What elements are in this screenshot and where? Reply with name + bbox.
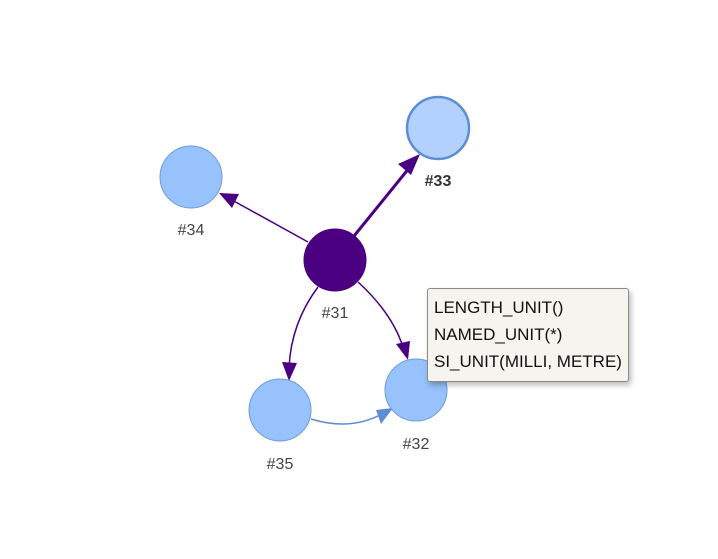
node-34-label: #34 [178,222,205,239]
edge-31-34[interactable] [231,199,309,243]
edge-31-32-arrowhead [396,341,410,360]
edge-31-32[interactable] [357,281,404,348]
tooltip-line: NAMED_UNIT(*) [434,325,563,344]
node-31[interactable] [303,228,367,292]
edge-35-32[interactable] [310,413,383,425]
node-35-label: #35 [267,456,294,473]
edge-31-35[interactable] [288,286,319,369]
node-33[interactable] [405,95,471,161]
edge-31-34-arrowhead [219,193,239,208]
edge-35-32-arrowhead [376,408,393,424]
edges-layer [219,154,420,425]
node-32-label: #32 [403,436,430,453]
nodes-layer [159,95,471,442]
tooltip-line: LENGTH_UNIT() [434,298,564,317]
edge-31-33[interactable] [352,161,416,237]
node-35[interactable] [248,378,312,442]
node-tooltip: LENGTH_UNIT() NAMED_UNIT(*) SI_UNIT(MILL… [427,288,629,382]
node-31-label: #31 [322,305,349,322]
node-34[interactable] [159,145,223,209]
edge-31-35-arrowhead [282,362,297,381]
tooltip-line: SI_UNIT(MILLI, METRE) [434,352,622,371]
edge-31-33-arrowhead [398,154,420,175]
node-33-label: #33 [425,173,452,190]
labels-layer: #31 #32 #33 #34 #35 [178,173,452,473]
